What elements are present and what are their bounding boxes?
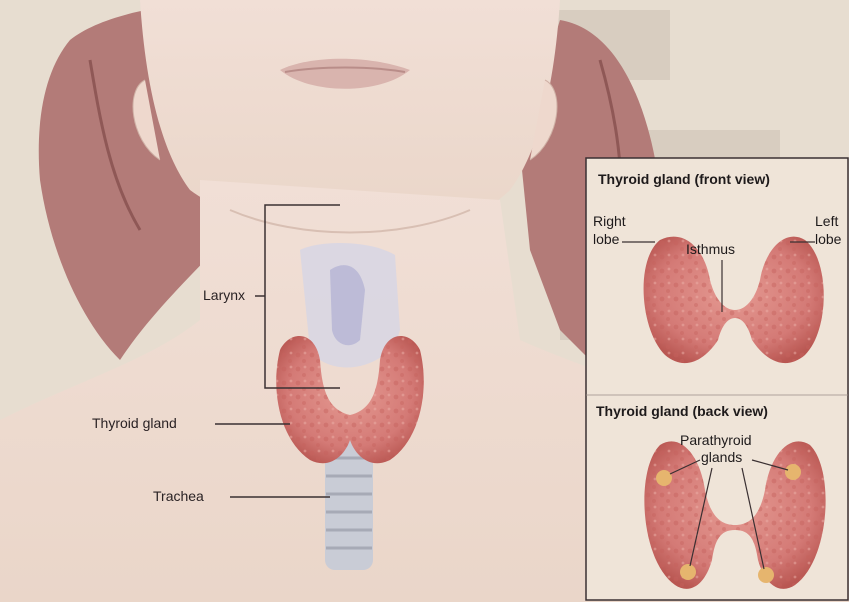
larynx-label: Larynx (203, 287, 245, 303)
left-lobe-label-line2: lobe (815, 231, 842, 247)
parathyroid-gland (785, 464, 801, 480)
front-view-title: Thyroid gland (front view) (598, 171, 770, 187)
parathyroid-label-line1: Parathyroid (680, 432, 752, 448)
trachea-label: Trachea (153, 488, 204, 504)
parathyroid-gland (758, 567, 774, 583)
left-lobe-label-line1: Left (815, 213, 838, 229)
right-lobe-label-line1: Right (593, 213, 626, 229)
parathyroid-gland (656, 470, 672, 486)
thyroid-gland-label: Thyroid gland (92, 415, 177, 431)
isthmus-label: Isthmus (686, 241, 735, 257)
right-lobe-label-line2: lobe (593, 231, 620, 247)
back-view-title: Thyroid gland (back view) (596, 403, 768, 419)
parathyroid-gland (680, 564, 696, 580)
parathyroid-label-line2: glands (701, 449, 742, 465)
